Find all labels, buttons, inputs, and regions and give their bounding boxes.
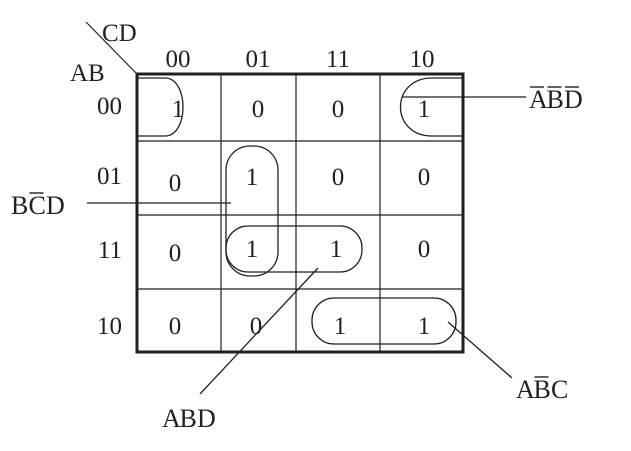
- col-header-11: 11: [326, 46, 350, 73]
- term-letter: A: [162, 404, 181, 433]
- group-loop-bcd: [225, 145, 279, 277]
- col-header-10: 10: [410, 46, 435, 73]
- leader-abd: [199, 267, 319, 395]
- cell-r2-c2: 1: [330, 236, 343, 263]
- term-label-abd: ABD: [162, 404, 216, 433]
- term-label-a-b-bar-c: ABC: [516, 375, 568, 404]
- kmap-border: [135, 72, 465, 354]
- cell-r1-c0: 0: [169, 170, 182, 197]
- group-loops: [137, 77, 463, 345]
- cell-r3-c1: 0: [250, 313, 263, 340]
- term-letter: B: [534, 375, 551, 404]
- col-header-00: 00: [166, 46, 191, 73]
- cell-r1-c1: 1: [246, 164, 259, 191]
- cell-r0-c0: 1: [172, 96, 185, 123]
- corner-diagonal: [85, 21, 138, 75]
- cell-r0-c1: 0: [252, 96, 265, 123]
- term-letter: C: [551, 375, 568, 404]
- term-letter: B: [547, 85, 564, 114]
- row-header-00: 00: [97, 93, 122, 120]
- leader-lines: [87, 96, 526, 395]
- leader-abc: [447, 321, 513, 379]
- cell-r3-c3: 1: [418, 313, 431, 340]
- cell-r2-c1: 1: [246, 236, 259, 263]
- cell-r2-c0: 0: [169, 240, 182, 267]
- row-header-10: 10: [97, 313, 122, 340]
- term-letter: A: [516, 375, 535, 404]
- row-header-11: 11: [98, 237, 122, 264]
- row-header-01: 01: [97, 163, 122, 190]
- term-letter: A: [529, 85, 548, 114]
- term-label-a-bar-b-bar-d-bar: ABD: [529, 85, 583, 114]
- cell-r1-c2: 0: [332, 164, 345, 191]
- group-loop-abd-bar-left: [137, 77, 184, 137]
- cell-r3-c2: 1: [334, 313, 347, 340]
- cell-r3-c0: 0: [169, 313, 182, 340]
- cell-r0-c3: 1: [418, 96, 431, 123]
- term-letter: B: [11, 191, 28, 220]
- term-letter: D: [197, 404, 216, 433]
- term-letter: B: [180, 404, 197, 433]
- cell-r2-c3: 0: [418, 236, 431, 263]
- col-variable-label: CD: [102, 20, 137, 47]
- kmap-grid: [135, 72, 465, 354]
- group-loop-abd-bar-right: [399, 77, 463, 137]
- cell-r0-c2: 0: [332, 96, 345, 123]
- overbar-marks: [29, 86, 579, 378]
- term-label-b-c-bar-d: BCD: [11, 191, 65, 220]
- row-variable-label: AB: [70, 60, 105, 87]
- group-loop-abd: [225, 225, 363, 273]
- kmap-cells: 1 0 0 1 0 1 0 0 0 1 1 0 0 0 1 1: [169, 96, 431, 340]
- term-letter: D: [46, 191, 65, 220]
- cell-r1-c3: 0: [418, 164, 431, 191]
- group-loop-abc: [311, 297, 457, 345]
- term-letter: C: [29, 191, 46, 220]
- col-header-01: 01: [246, 46, 271, 73]
- term-letter: D: [564, 85, 583, 114]
